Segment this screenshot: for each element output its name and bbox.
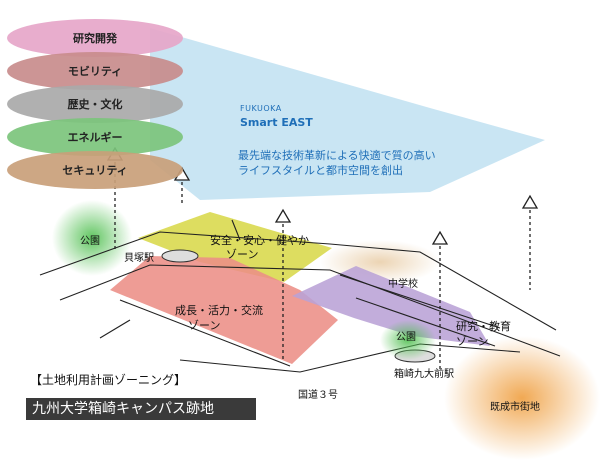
zone-growth-label-2: ゾーン bbox=[188, 319, 220, 332]
zone-growth bbox=[110, 256, 338, 364]
kaizuka-station-label: 貝塚駅 bbox=[124, 252, 154, 264]
zone-growth-label-1: 成長・活力・交流 bbox=[175, 303, 263, 317]
layer-pill-shape bbox=[7, 118, 183, 156]
tagline-line-1: 最先端な技術革新による快適で質の高い bbox=[238, 149, 436, 162]
zone-research-label-2: ゾーン bbox=[456, 335, 488, 348]
layer-pill-label: モビリティ bbox=[68, 64, 122, 78]
orange-glow-town bbox=[444, 336, 600, 460]
layer-pill-shape bbox=[7, 85, 183, 123]
route3-label: 国道３号 bbox=[298, 388, 338, 401]
diagram-caption: 【土地利用計画ゾーニング】 bbox=[30, 373, 187, 387]
road-sketch-lines bbox=[39, 219, 561, 373]
zone-safety bbox=[138, 212, 332, 282]
layer-pill-label: 研究開発 bbox=[73, 31, 118, 45]
brand-fukuoka: FUKUOKA bbox=[240, 104, 282, 113]
layer-pill-shape bbox=[7, 52, 183, 90]
zone-safety-label-2: ゾーン bbox=[226, 248, 258, 261]
up-arrow-icon bbox=[274, 208, 292, 360]
layer-pill-shape bbox=[7, 19, 183, 57]
up-arrow-icon bbox=[521, 194, 539, 290]
vision-beam bbox=[150, 28, 545, 200]
layer-pill: セキュリティ bbox=[7, 151, 183, 189]
kaizuka-station-marker bbox=[161, 249, 199, 263]
brand-smart-east: Smart EAST bbox=[240, 116, 313, 129]
layer-pill: エネルギー bbox=[7, 118, 183, 156]
layer-pill: 研究開発 bbox=[7, 19, 183, 57]
layer-pill: モビリティ bbox=[7, 52, 183, 90]
green-glow-left bbox=[52, 200, 132, 276]
layer-pill-label: 歴史・文化 bbox=[68, 97, 123, 111]
site-banner: 九州大学箱崎キャンパス跡地 bbox=[26, 398, 256, 420]
up-arrow-icon bbox=[431, 230, 449, 372]
hakozaki-station-label: 箱崎九大前駅 bbox=[394, 367, 454, 380]
zone-research-label-1: 研究・教育 bbox=[456, 319, 511, 333]
park-left-label: 公園 bbox=[80, 235, 100, 247]
zone-safety-label-1: 安全・安心・健やか bbox=[210, 233, 309, 247]
park-right-label: 公園 bbox=[396, 331, 416, 343]
tagline-line-2: ライフスタイルと都市空間を創出 bbox=[238, 164, 403, 177]
layer-pill: 歴史・文化 bbox=[7, 85, 183, 123]
layer-pill-label: エネルギー bbox=[68, 130, 123, 144]
layer-pill-shape bbox=[7, 151, 183, 189]
junior-high-label: 中学校 bbox=[388, 277, 418, 290]
existing-town-label: 既成市街地 bbox=[490, 400, 540, 413]
green-glow-right bbox=[380, 320, 436, 360]
layer-pill-label: セキュリティ bbox=[62, 164, 127, 177]
